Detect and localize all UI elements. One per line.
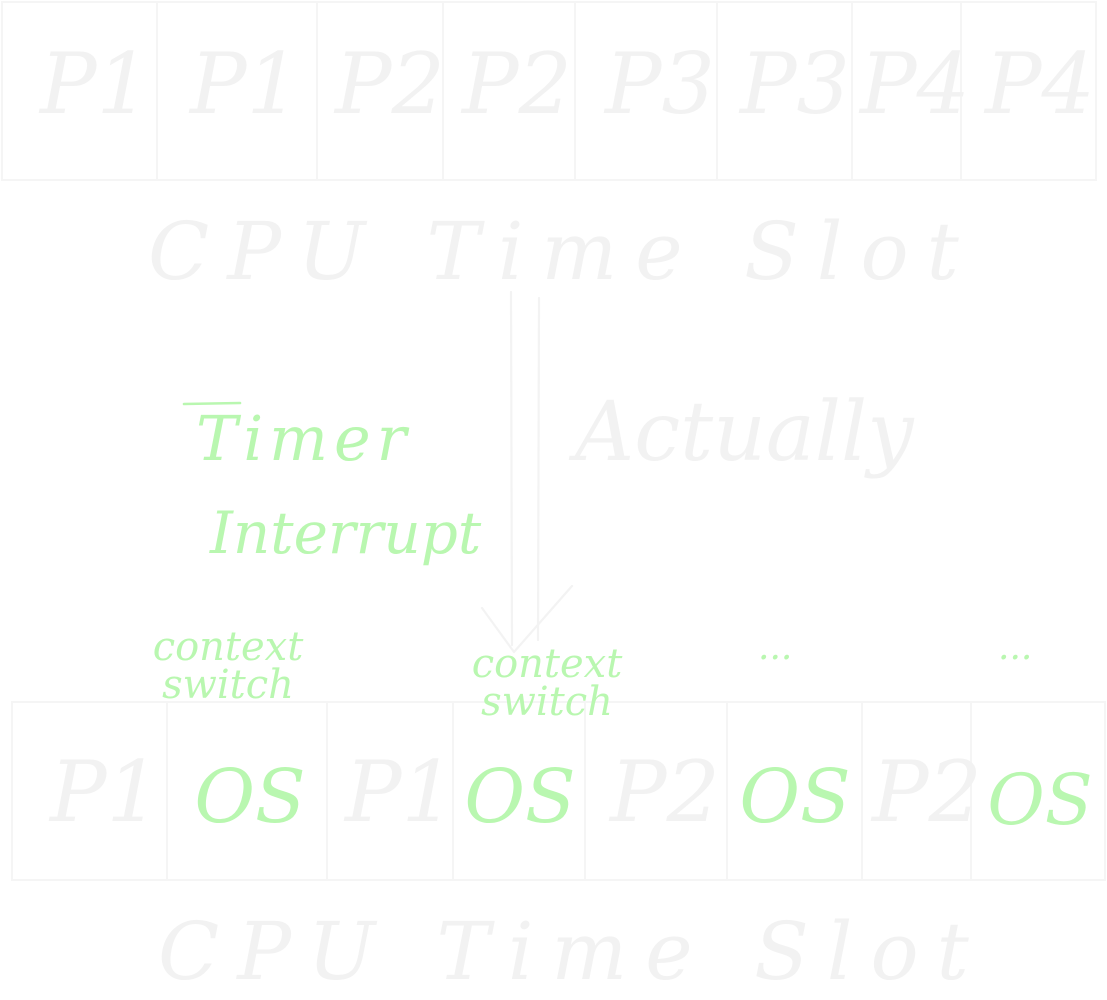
actually-note: Actually	[575, 385, 914, 480]
bottom-row-caption: CPU Time Slot	[158, 905, 987, 998]
interrupt-note: Interrupt	[210, 499, 482, 567]
top-cell-3: P2	[335, 35, 445, 133]
top-cell-5: P3	[605, 35, 715, 133]
bottom-cell-7: P2	[872, 743, 982, 841]
top-cell-8: P4	[985, 35, 1095, 133]
bottom-cell-3: P1	[345, 743, 455, 841]
bottom-cell-5: P2	[610, 743, 720, 841]
bottom-cell-2: OS	[194, 754, 306, 840]
bottom-cell-1: P1	[50, 743, 160, 841]
bottom-cell-6: OS	[739, 754, 851, 840]
bottom-slot-table	[11, 701, 1106, 881]
timer-overline	[182, 401, 242, 406]
top-slot-table	[1, 1, 1097, 181]
bottom-cell-4: OS	[464, 754, 576, 840]
top-cell-2: P1	[190, 35, 300, 133]
bottom-cell-8: OS	[987, 759, 1093, 841]
ellipsis-note-2: ...	[998, 627, 1033, 668]
top-cell-1: P1	[40, 35, 150, 133]
context-switch-note-1: context switch	[152, 624, 304, 708]
timer-note: Timer	[196, 402, 413, 475]
transition-arrow	[480, 290, 574, 654]
top-cell-7: P4	[860, 35, 970, 133]
ellipsis-note-1: ...	[758, 627, 793, 668]
top-cell-4: P2	[462, 35, 572, 133]
context-switch-note-2: context switch	[471, 641, 623, 725]
top-cell-6: P3	[740, 35, 850, 133]
top-row-caption: CPU Time Slot	[148, 205, 977, 298]
